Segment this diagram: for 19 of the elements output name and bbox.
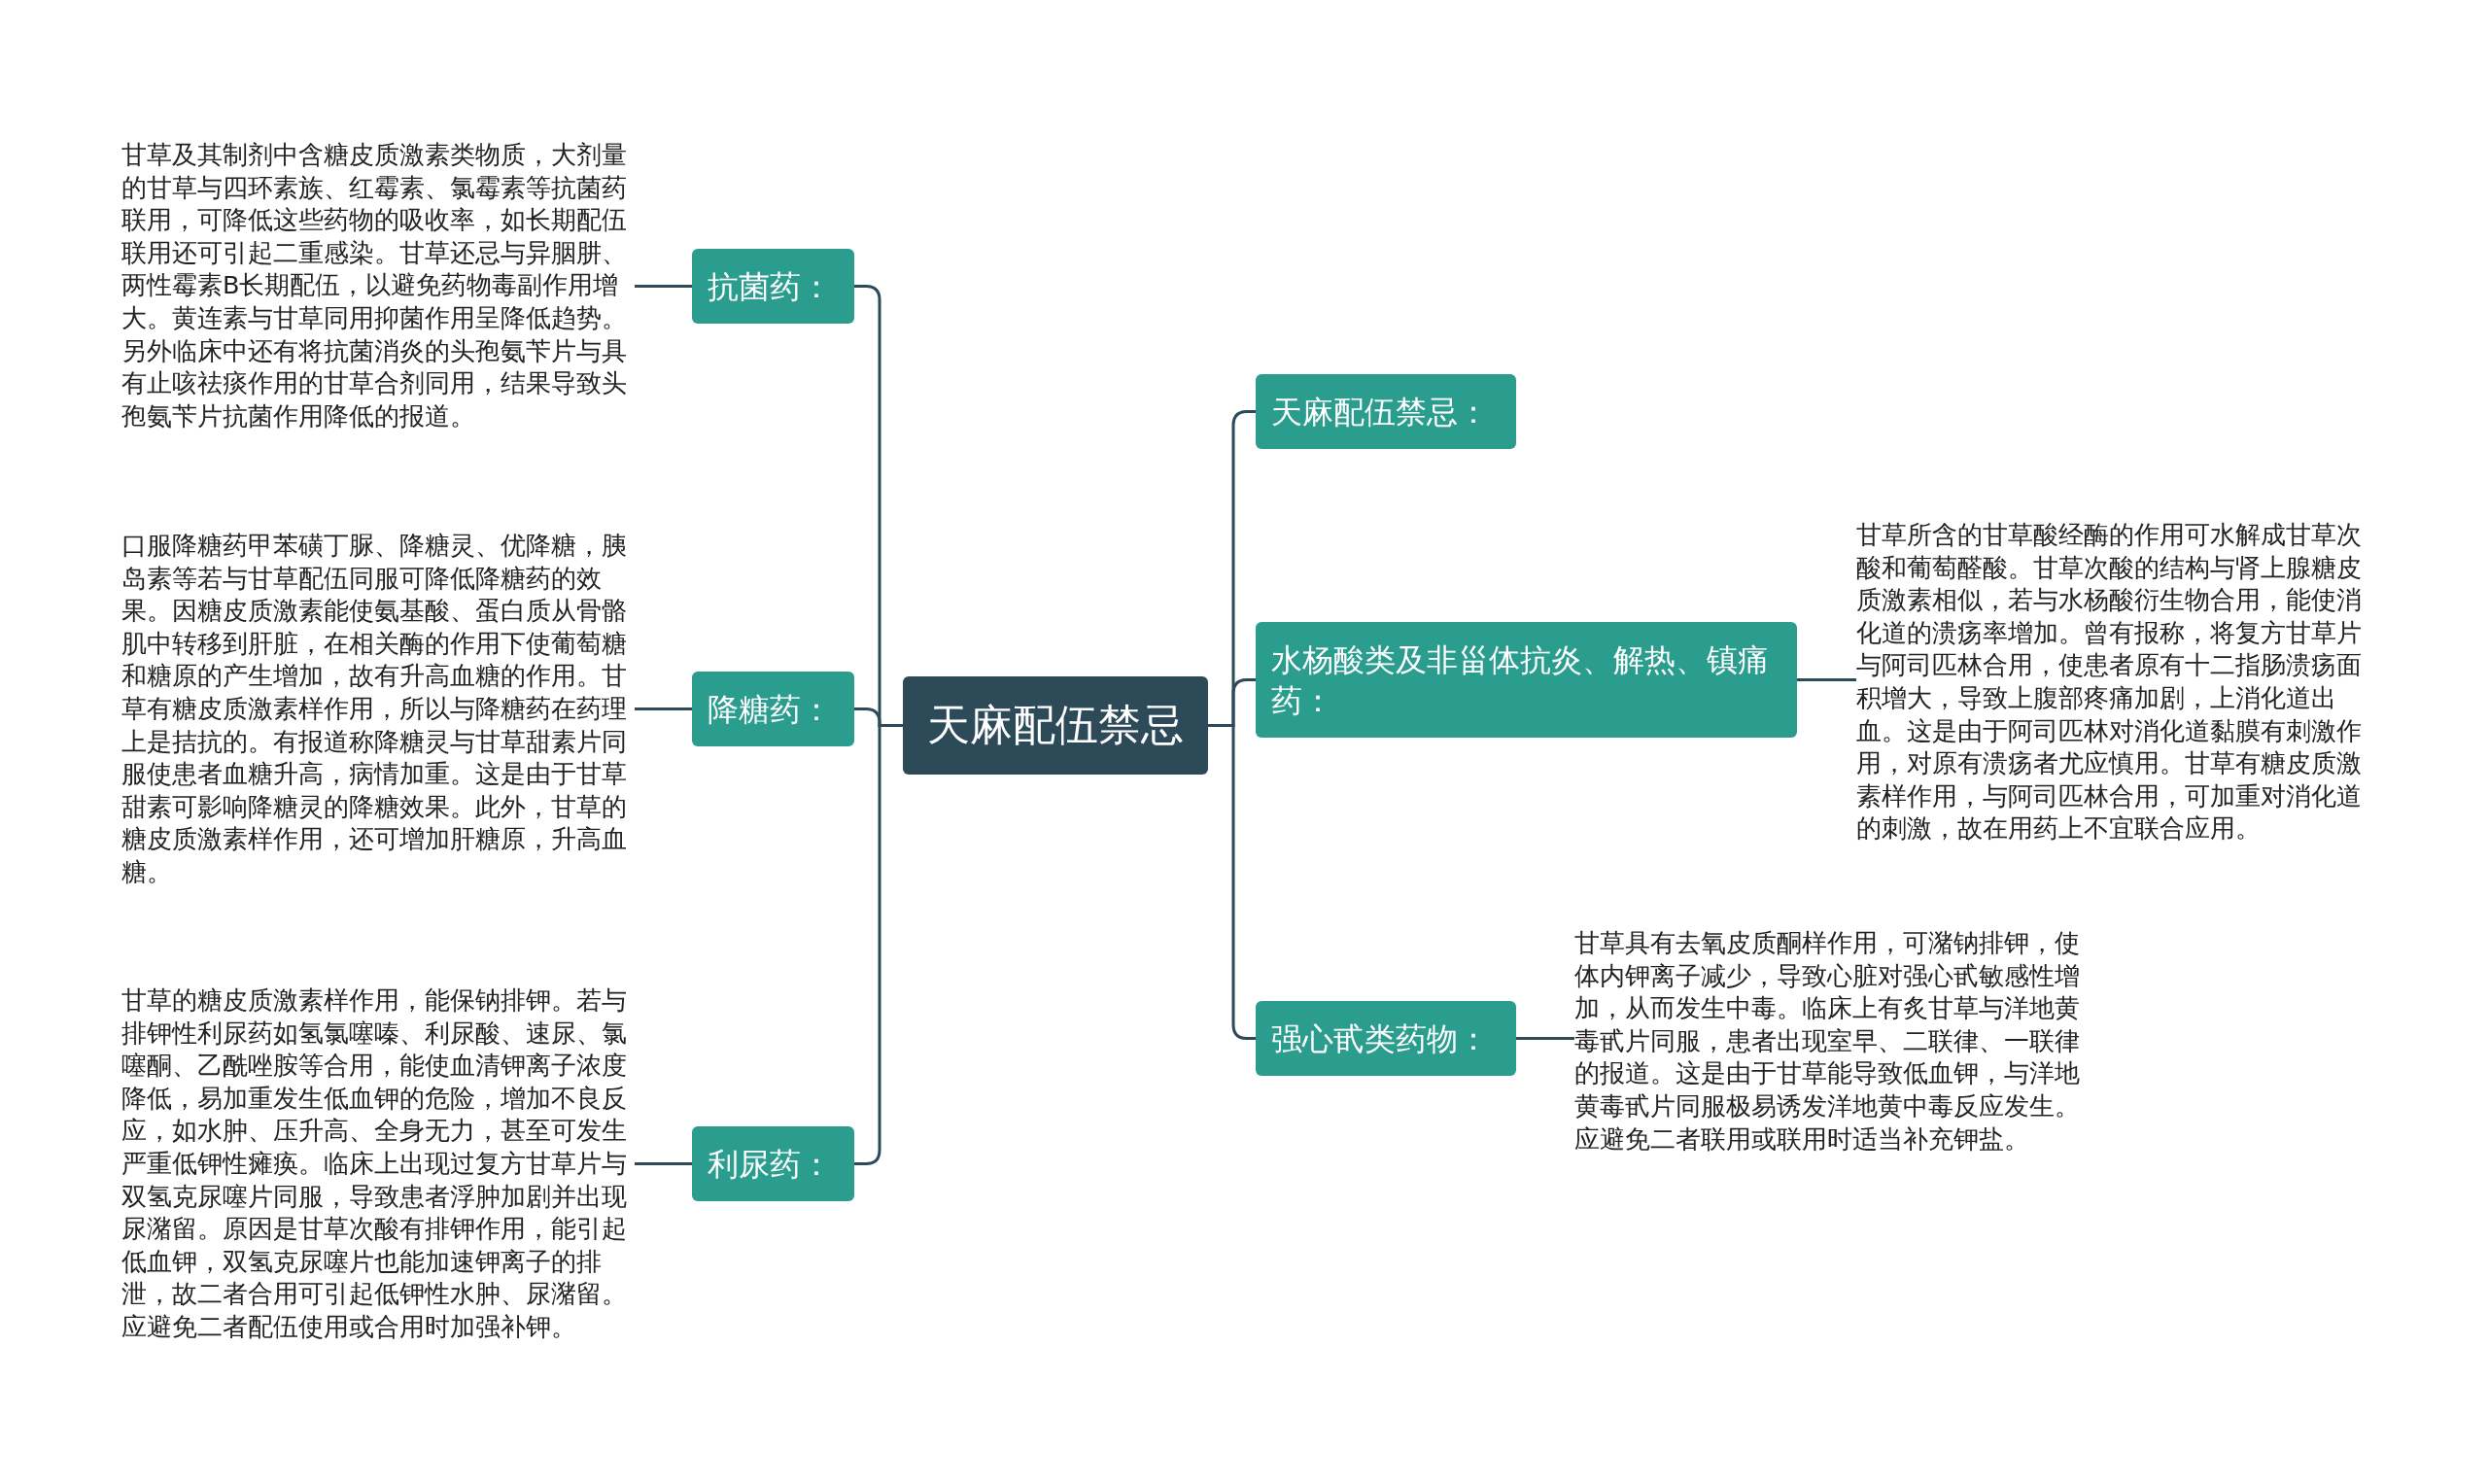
topic-box: 强心甙类药物： [1256,1001,1516,1076]
topic-box: 水杨酸类及非甾体抗炎、解热、镇痛药： [1256,622,1797,738]
topic-box: 利尿药： [692,1126,854,1201]
topic-box: 抗菌药： [692,249,854,324]
connector-line [1797,678,1856,681]
connector-line [635,707,692,710]
topic-box: 降糖药： [692,672,854,746]
note-text: 甘草所含的甘草酸经酶的作用可水解成甘草次酸和葡萄醛酸。甘草次酸的结构与肾上腺糖皮质激素相似，若与水杨酸衍生物合用，能使消化道的溃疡率增加。曾有报称，将复方甘草片与阿司匹林合用，使患者原有十二指肠溃疡面积增大，导致上腹部疼痛加剧，上消化道出血。这是由于阿司匹林对消化道黏膜有刺激作用，对原有溃疡者尤应慎用。甘草有糖皮质激素样作用，与阿司匹林合用，可加重对消化道的刺激，故在用药上不宜联合应用。 [1856,519,2369,846]
central-topic-box: 天麻配伍禁忌 [903,676,1208,775]
connector-line [635,285,692,288]
note-text: 甘草的糖皮质激素样作用，能保钠排钾。若与排钾性利尿药如氢氯噻嗪、利尿酸、速尿、氯噻酮、乙酰唑胺等合用，能使血清钾离子浓度降低，易加重发生低血钾的危险，增加不良反应，如水肿、压升高、全身无力，甚至可发生严重低钾性瘫痪。临床上出现过复方甘草片与双氢克尿噻片同服，导致患者浮肿加剧并出现尿潴留。原因是甘草次酸有排钾作用，能引起低血钾，双氢克尿噻片也能加速钾离子的排泄，故二者合用可引起低钾性水肿、尿潴留。应避免二者配伍使用或合用时加强补钾。 [121,984,635,1344]
topic-box: 天麻配伍禁忌： [1256,374,1516,449]
note-text: 口服降糖药甲苯磺丁脲、降糖灵、优降糖，胰岛素等若与甘草配伍同服可降低降糖药的效果。因糖皮质激素能使氨基酸、蛋白质从骨骼肌中转移到肝脏，在相关酶的作用下使葡萄糖和糖原的产生增加，故有升高血糖的作用。甘草有糖皮质激素样作用，所以与降糖药在药理上是拮抗的。有报道称降糖灵与甘草甜素片同服使患者血糖升高，病情加重。这是由于甘草甜素可影响降糖灵的降糖效果。此外，甘草的糖皮质激素样作用，还可增加肝糖原，升高血糖。 [121,530,635,889]
note-text: 甘草具有去氧皮质酮样作用，可潴钠排钾，使体内钾离子减少，导致心脏对强心甙敏感性增加，从而发生中毒。临床上有炙甘草与洋地黄毒甙片同服，患者出现室早、二联律、一联律的报道。这是由于甘草能导致低血钾，与洋地黄毒甙片同服极易诱发洋地黄中毒反应发生。应避免二者联用或联用时适当补充钾盐。 [1574,927,2088,1156]
connector-line [854,724,903,1165]
connector-line [1516,1037,1574,1040]
connector-line [1208,724,1256,1040]
connector-line [635,1162,692,1165]
note-text: 甘草及其制剂中含糖皮质激素类物质，大剂量的甘草与四环素族、红霉素、氯霉素等抗菌药联用，可降低这些药物的吸收率，如长期配伍联用还可引起二重感染。甘草还忌与异胭肼、两性霉素B长期配伍，以避免药物毒副作用增大。黄连素与甘草同用抑菌作用呈降低趋势。另外临床中还有将抗菌消炎的头孢氨苄片与具有止咳祛痰作用的甘草合剂同用，结果导致头孢氨苄片抗菌作用降低的报道。 [121,138,635,433]
